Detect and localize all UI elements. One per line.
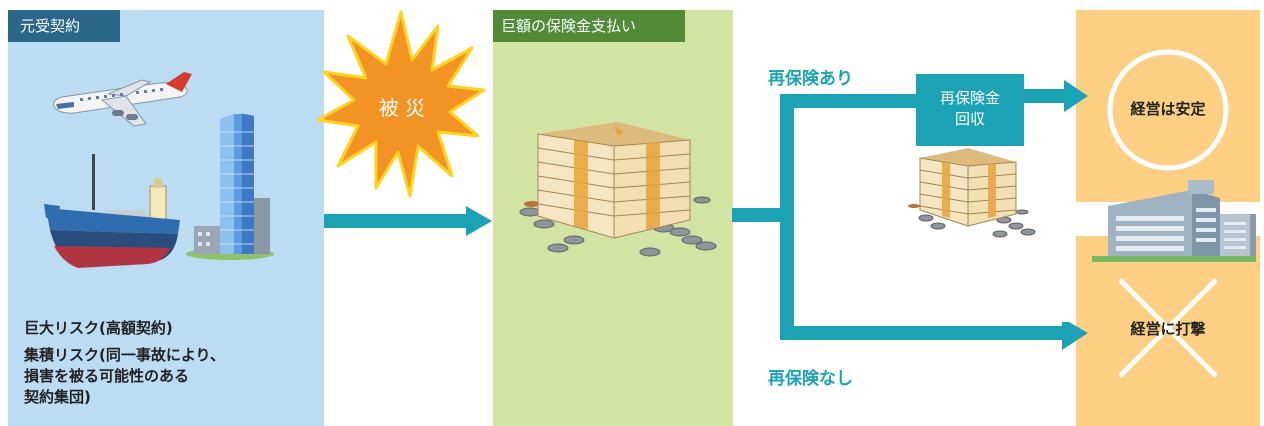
- disaster-label: 被 災: [378, 96, 426, 120]
- recovery-line1: 再保険金: [939, 89, 1000, 107]
- accumulation-risk-text-line1: 集積リスク(同一事故により、: [24, 346, 225, 364]
- cross-mark-icon: [1118, 278, 1218, 378]
- disaster-burst-icon: [316, 10, 486, 198]
- skyscraper-icon: [186, 113, 274, 260]
- arrow-to-payment: [324, 206, 492, 236]
- huge-risk-text: 巨大リスク(高額契約): [24, 319, 173, 337]
- arrow-to-stable: [1020, 80, 1088, 112]
- accumulation-risk-text-line3: 契約集団): [24, 388, 91, 406]
- blow-outcome-label: 経営に打撃: [1130, 320, 1206, 338]
- recovery-line2: 回収: [954, 110, 985, 128]
- stable-outcome-label: 経営は安定: [1130, 100, 1206, 118]
- arrow-to-blow: [900, 322, 1088, 350]
- company-building-icon: [1092, 180, 1256, 262]
- original-contract-title: 元受契約: [8, 10, 120, 42]
- reinsurance-recovery-box: 再保険金 回収: [916, 74, 1024, 146]
- cargo-ship-icon: [44, 154, 180, 268]
- money-stack-icon: [519, 122, 717, 257]
- with-reinsurance-label: 再保険あり: [768, 69, 853, 89]
- accumulation-risk-text-line2: 損害を被る可能性のある: [24, 367, 190, 385]
- recovered-money-icon: [908, 148, 1036, 238]
- airplane-icon: [53, 72, 192, 127]
- without-reinsurance-label: 再保険なし: [768, 369, 853, 389]
- circle-mark-icon: [1107, 49, 1229, 171]
- branch-connector: [732, 94, 920, 340]
- large-payment-title: 巨額の保険金支払い: [493, 10, 685, 42]
